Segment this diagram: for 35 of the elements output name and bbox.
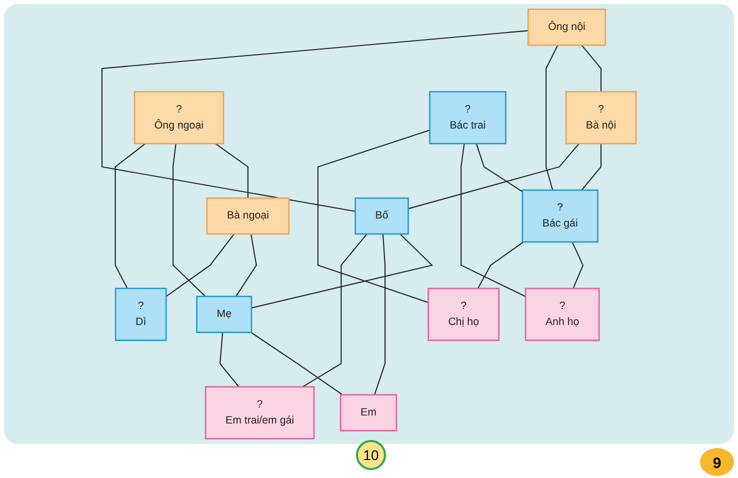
connector (572, 242, 584, 289)
connector (302, 234, 368, 388)
node-box: ? Dì (114, 288, 167, 341)
connector (581, 144, 602, 190)
page-number: 10 (356, 440, 386, 470)
connector (166, 234, 235, 297)
node-box: ? Bà nội (565, 91, 637, 144)
node-box: Bà ngoại (206, 197, 290, 235)
connector (235, 234, 257, 297)
connector (477, 242, 524, 289)
node-box: ? Bác gái (522, 189, 598, 243)
node-box: ? Ông ngoại (134, 91, 224, 144)
connector (476, 143, 523, 192)
connector (374, 234, 386, 395)
node-box: Mẹ (196, 296, 252, 333)
connector (460, 144, 526, 297)
connector (581, 44, 602, 92)
connector (546, 44, 558, 190)
node-box: ? Chị họ (428, 288, 500, 341)
connector (101, 30, 528, 212)
connector (215, 143, 248, 198)
connector (172, 144, 206, 297)
page-number: 9 (700, 448, 734, 476)
connector (408, 143, 580, 210)
node-box: Ông nội (528, 8, 606, 46)
connector (250, 332, 343, 396)
connector (251, 234, 434, 308)
node-box: Bố (354, 197, 409, 235)
connector (317, 130, 430, 303)
node-box: ? Em trai/em gái (204, 386, 315, 440)
node-box: Em (340, 394, 398, 432)
connector (219, 332, 240, 388)
connector (114, 143, 146, 289)
node-box: ? Anh họ (524, 288, 600, 341)
node-box: ? Bác trai (429, 91, 506, 144)
